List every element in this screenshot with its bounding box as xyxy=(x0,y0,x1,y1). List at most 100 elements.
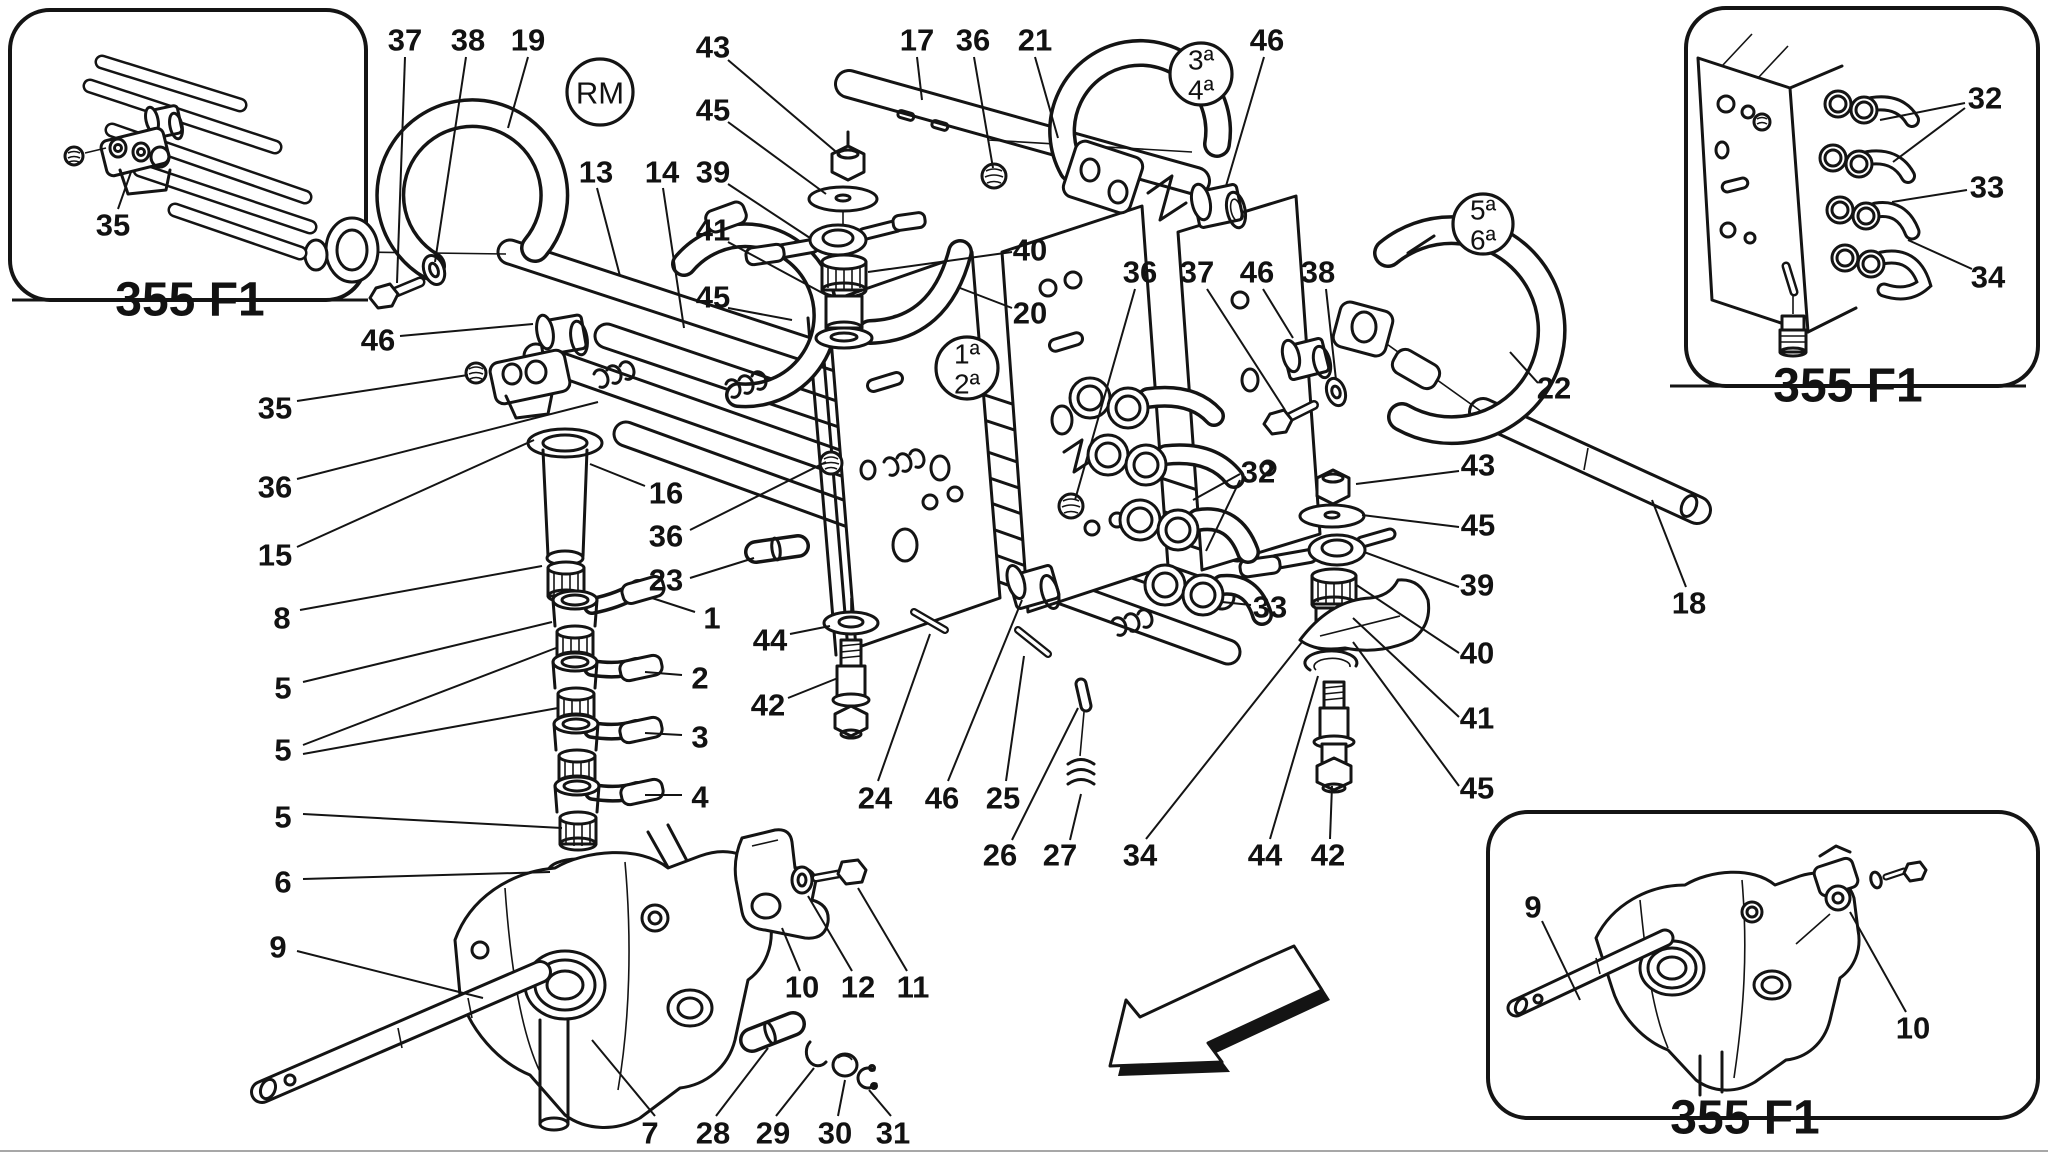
callout-number: 4 xyxy=(691,780,709,815)
callout-number: 38 xyxy=(451,23,485,58)
gearbox-housing xyxy=(250,823,773,1132)
callout-number: 10 xyxy=(1896,1011,1930,1046)
leader-line xyxy=(807,895,853,972)
callout-7: 7 xyxy=(591,1039,659,1151)
leader-line xyxy=(299,565,543,611)
callout-43: 43 xyxy=(1355,448,1495,485)
callout-number: 32 xyxy=(1241,455,1275,490)
inset-caption-top-right: 355 F1 xyxy=(1773,360,1922,413)
callout-number: 25 xyxy=(986,781,1020,816)
callout-11: 11 xyxy=(857,887,929,1005)
leader-line xyxy=(789,625,831,635)
callout-number: 36 xyxy=(1123,255,1157,290)
leader-line xyxy=(781,927,801,972)
leader-line xyxy=(1651,499,1687,588)
leader-line xyxy=(396,56,406,284)
bearing-5d xyxy=(558,810,598,852)
callout-45: 45 xyxy=(1361,508,1495,543)
callout-25: 25 xyxy=(986,655,1025,816)
callout-number: 42 xyxy=(1311,838,1345,873)
callout-10: 10 xyxy=(1849,911,1930,1046)
clamp-lever-10 xyxy=(733,828,868,940)
callout-number: 1 xyxy=(703,601,720,636)
callout-number: 5 xyxy=(274,733,291,768)
leader-line xyxy=(302,707,559,755)
leader-line xyxy=(787,677,839,699)
leader-line xyxy=(1069,793,1082,841)
callout-46: 46 xyxy=(361,323,534,358)
callout-20: 20 xyxy=(959,287,1047,331)
callout-number: 38 xyxy=(1301,255,1335,290)
leader-line xyxy=(1325,288,1337,381)
callout-number: 46 xyxy=(925,781,959,816)
callout-number: 21 xyxy=(1018,23,1052,58)
callout-3: 3 xyxy=(644,720,709,755)
callout-46: 46 xyxy=(1225,23,1284,187)
callout-22: 22 xyxy=(1509,351,1571,406)
callout-10: 10 xyxy=(781,927,819,1005)
callout-46: 46 xyxy=(1240,255,1294,339)
callout-42: 42 xyxy=(1311,785,1345,873)
leader-line xyxy=(296,401,599,480)
leader-line xyxy=(589,463,646,487)
callout-19: 19 xyxy=(507,23,545,129)
inset-caption-top-left: 355 F1 xyxy=(115,274,264,327)
leader-line xyxy=(1352,641,1460,787)
callout-9: 9 xyxy=(269,930,484,999)
callout-37: 37 xyxy=(1180,255,1286,411)
leader-line xyxy=(727,59,842,157)
callout-number: 46 xyxy=(1250,23,1284,58)
detent-pin-26 xyxy=(1074,677,1093,757)
callout-number: 36 xyxy=(956,23,990,58)
leader-line xyxy=(302,871,551,880)
callout-number: 45 xyxy=(1460,771,1494,806)
leader-line xyxy=(1262,288,1294,339)
callout-number: 24 xyxy=(858,781,893,816)
leader-line xyxy=(1352,617,1460,718)
callout-28: 28 xyxy=(696,1047,769,1151)
inset-bottom-right-art xyxy=(1506,844,1928,1097)
callout-36: 36 xyxy=(956,23,994,169)
callout-number: 26 xyxy=(983,838,1017,873)
inset-top-left: 355 F1 xyxy=(8,8,368,327)
leader-line xyxy=(596,187,621,277)
callout-5: 5 xyxy=(274,800,563,835)
callout-5: 5 xyxy=(274,647,559,768)
callout-number: 41 xyxy=(696,213,730,248)
badge-text: 2ª xyxy=(954,369,981,400)
callout-38: 38 xyxy=(1301,255,1337,381)
callout-number: 41 xyxy=(1460,701,1494,736)
callout-number: 32 xyxy=(1968,81,2002,116)
direction-arrow xyxy=(1108,944,1330,1076)
leader-line xyxy=(868,1089,892,1117)
callout-number: 43 xyxy=(1461,448,1495,483)
callout-26: 26 xyxy=(983,707,1079,873)
callout-45: 45 xyxy=(1352,641,1494,806)
callout-number: 23 xyxy=(649,563,683,598)
leader-line xyxy=(1225,56,1265,187)
fork-1-2-20 xyxy=(671,200,973,409)
callout-number: 42 xyxy=(751,688,785,723)
clamp-row-3 xyxy=(1118,498,1260,564)
callout-number: 40 xyxy=(1460,636,1494,671)
badge-text: 3ª xyxy=(1188,45,1215,76)
leader-line xyxy=(1005,655,1025,782)
callout-34: 34 xyxy=(1123,641,1303,873)
leader-line xyxy=(1509,351,1539,384)
callout-29: 29 xyxy=(756,1067,815,1151)
callout-number: 37 xyxy=(1180,255,1214,290)
callout-2: 2 xyxy=(644,661,709,696)
bushing-46-center xyxy=(1005,564,1061,610)
callout-44: 44 xyxy=(1248,675,1319,873)
inset-caption-bottom-right: 355 F1 xyxy=(1670,1092,1819,1145)
callout-46: 46 xyxy=(925,599,1023,816)
callout-14: 14 xyxy=(645,155,685,329)
callout-number: 9 xyxy=(269,930,286,965)
pin-25 xyxy=(1014,626,1052,658)
callout-37: 37 xyxy=(388,23,422,284)
callout-5: 5 xyxy=(274,621,553,706)
bushing-46-right xyxy=(1280,337,1333,381)
leader-line xyxy=(727,121,827,195)
